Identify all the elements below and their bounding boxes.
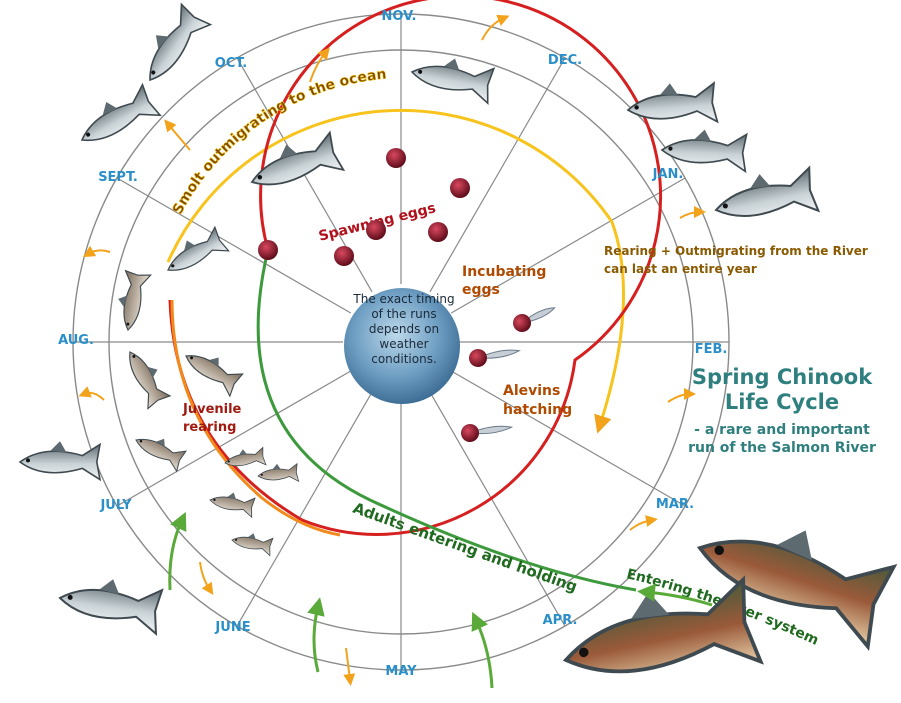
month-label-aug: AUG. [58,333,94,348]
juvenile-fish-icon [118,269,152,331]
arrow-icon [629,515,658,531]
diagram-title-block: Spring Chinook Life Cycle - a rare and i… [687,365,877,457]
juvenile-rearing-arc [170,299,341,537]
adult-chinook-icon [562,575,764,674]
arrow-icon [343,647,356,686]
month-spoke [450,370,686,507]
smolt-outmigration-arc [166,108,626,434]
smolt-fish-icon [58,579,164,636]
month-label-mar: MAR. [656,497,694,512]
alevin-icon [461,424,514,442]
alevins-label: Alevins hatching [503,383,572,418]
upstream-arrows [168,511,713,689]
arrow-icon [471,611,494,689]
month-label-dec: DEC. [548,53,582,68]
month-label-june: JUNE [214,620,250,635]
ocean-fish-icon [626,81,719,124]
alevins [461,307,556,442]
smolt-fish-icon [167,225,230,271]
juvenile-fish-icon [135,438,188,473]
arrow-icon [82,245,111,258]
month-spoke [236,391,373,627]
egg-icon [258,240,278,260]
arrow-icon [679,206,706,219]
rearing-note: Rearing + Outmigrating from the River ca… [604,244,872,276]
juvenile-fish-icon [257,462,300,483]
smolt-fish-icon [18,441,102,482]
month-label-nov: NOV. [382,9,417,24]
center-note: The exact timing of the runs depends on … [353,292,455,366]
smolt-fish-icon [250,130,346,186]
spawning-eggs [258,148,470,266]
arrow-icon [168,511,187,591]
month-label-sept: SEPT. [98,170,138,185]
egg-icon [334,246,354,266]
arrow-icon [164,119,191,151]
egg-icon [386,148,406,168]
diagram-subtitle-line1: - a rare and important [694,422,870,438]
diagram-title-line2: Life Cycle [724,390,840,414]
juvenile-fish-icon [129,351,172,410]
month-spoke [429,391,566,627]
month-label-oct: OCT. [215,56,247,71]
month-label-july: JULY [99,498,132,513]
month-spoke [450,177,686,314]
juvenile-label: Juvenile rearing [182,402,246,435]
smolt-fish-icon [410,58,496,106]
juvenile-fish-icon [231,533,274,557]
arrow-icon [78,386,105,401]
smolt-fish-icon [80,82,162,142]
center-circle [344,288,460,404]
juvenile-fish-icon [185,355,244,398]
arrow-icon [667,388,696,403]
diagram-title-line1: Spring Chinook [691,365,873,389]
month-label-jan: JAN. [652,167,684,182]
incubating-label: Incubating eggs [462,264,551,298]
arrow-icon [637,583,713,607]
month-label-apr: APR. [543,613,578,628]
arrow-icon [481,14,510,41]
ocean-fish-icon [660,129,748,174]
arrow-icon [307,597,325,673]
egg-icon [428,222,448,242]
juvenile-fish-icon [209,492,256,519]
month-spoke [116,177,352,314]
diagram-subtitle-line2: run of the Salmon River [688,440,876,456]
ocean-fish-icon [149,2,213,82]
arrow-icon [199,561,214,595]
ocean-fish-icon [714,165,821,217]
month-spoke [429,57,566,293]
spawning-loop [168,0,662,536]
month-spoke [116,370,352,507]
alevin-icon [469,349,521,367]
egg-icon [450,178,470,198]
egg-icon [366,220,386,240]
month-label-feb: FEB. [695,342,728,357]
alevin-icon [513,307,556,332]
juvenile-fish-icon [224,446,267,467]
arrow-icon [309,47,330,83]
adults-holding-path [256,249,637,592]
migration-arrows [78,14,706,686]
month-label-may: MAY [385,664,417,679]
adult-chinook-icon [696,530,898,652]
